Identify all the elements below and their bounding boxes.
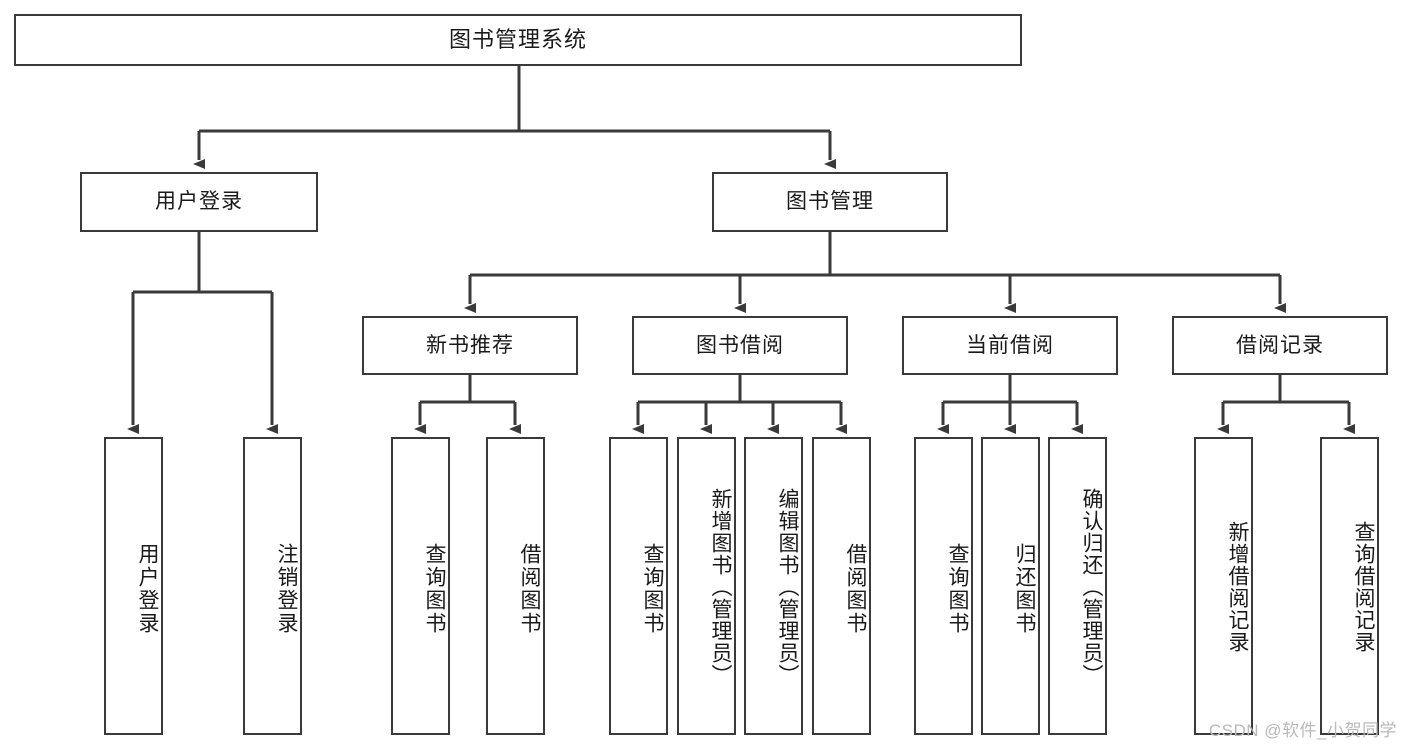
node-leaf-query-record[interactable]: 查询借阅记录 — [1320, 437, 1379, 735]
node-leaf-query-book-3[interactable]: 查询图书 — [914, 437, 973, 735]
node-leaf-return-book[interactable]: 归还图书 — [981, 437, 1040, 735]
node-leaf-query-book-2[interactable]: 查询图书 — [609, 437, 668, 735]
node-leaf-add-book[interactable]: 新增图书（管理员） — [677, 437, 736, 735]
node-leaf-edit-book[interactable]: 编辑图书（管理员） — [744, 437, 803, 735]
node-borrow-record[interactable]: 借阅记录 — [1172, 316, 1388, 375]
node-root[interactable]: 图书管理系统 — [14, 14, 1022, 66]
node-leaf-user-login[interactable]: 用户登录 — [104, 437, 163, 735]
node-leaf-query-book-1[interactable]: 查询图书 — [391, 437, 450, 735]
node-user-login[interactable]: 用户登录 — [80, 172, 318, 232]
node-leaf-add-record[interactable]: 新增借阅记录 — [1194, 437, 1253, 735]
node-leaf-borrow-book-1[interactable]: 借阅图书 — [486, 437, 545, 735]
node-leaf-logout-login[interactable]: 注销登录 — [243, 437, 302, 735]
node-leaf-borrow-book-2[interactable]: 借阅图书 — [812, 437, 871, 735]
node-new-book-recommend[interactable]: 新书推荐 — [362, 316, 578, 375]
node-current-borrow[interactable]: 当前借阅 — [902, 316, 1118, 375]
node-leaf-confirm-return[interactable]: 确认归还（管理员） — [1048, 437, 1107, 735]
node-book-borrow[interactable]: 图书借阅 — [632, 316, 848, 375]
node-book-management[interactable]: 图书管理 — [712, 172, 948, 232]
csdn-watermark: CSDN @软件_小贺同学 — [1208, 721, 1397, 740]
